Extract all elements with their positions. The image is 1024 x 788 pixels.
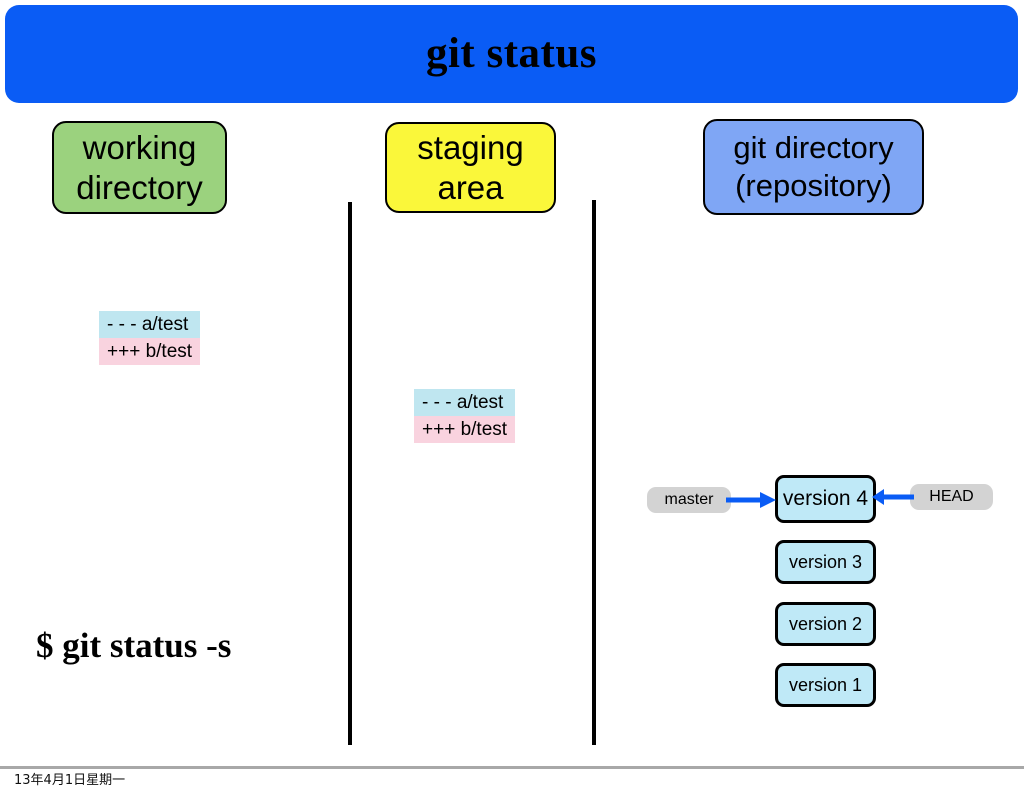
footer-divider [0,766,1024,769]
column-label-line1: staging [417,128,524,166]
version-box-3: version 3 [775,540,876,584]
page-title: git status [425,30,598,77]
diff-line-removed: - - - a/test [414,389,516,416]
footer-date: 13年4月1日星期一 [14,773,126,788]
column-header-git-directory: git directory (repository) [703,119,924,215]
column-label-line1: working [82,128,197,166]
column-label-line2: (repository) [735,168,892,203]
command-line-text: $ git status -s [36,626,232,665]
arrow-left-icon [872,489,914,505]
title-bar: git status [5,5,1018,103]
ref-label-head: HEAD [910,484,993,510]
column-label-line1: git directory [733,130,894,165]
branch-label-master: master [647,487,731,513]
version-box-4: version 4 [775,475,876,523]
diff-line-added: +++ b/test [99,338,201,365]
column-divider-right [592,200,596,745]
diff-block-working-directory: - - - a/test +++ b/test [99,311,201,365]
column-header-staging-area: staging area [385,122,556,213]
diff-block-staging-area: - - - a/test +++ b/test [414,389,516,443]
diff-line-added: +++ b/test [414,416,516,443]
diff-line-removed: - - - a/test [99,311,201,338]
arrow-right-icon [726,492,776,508]
column-label-line2: area [437,168,504,206]
version-box-2: version 2 [775,602,876,646]
column-divider-left [348,202,352,745]
column-header-working-directory: working directory [52,121,227,214]
version-box-1: version 1 [775,663,876,707]
column-label-line2: directory [76,168,203,206]
